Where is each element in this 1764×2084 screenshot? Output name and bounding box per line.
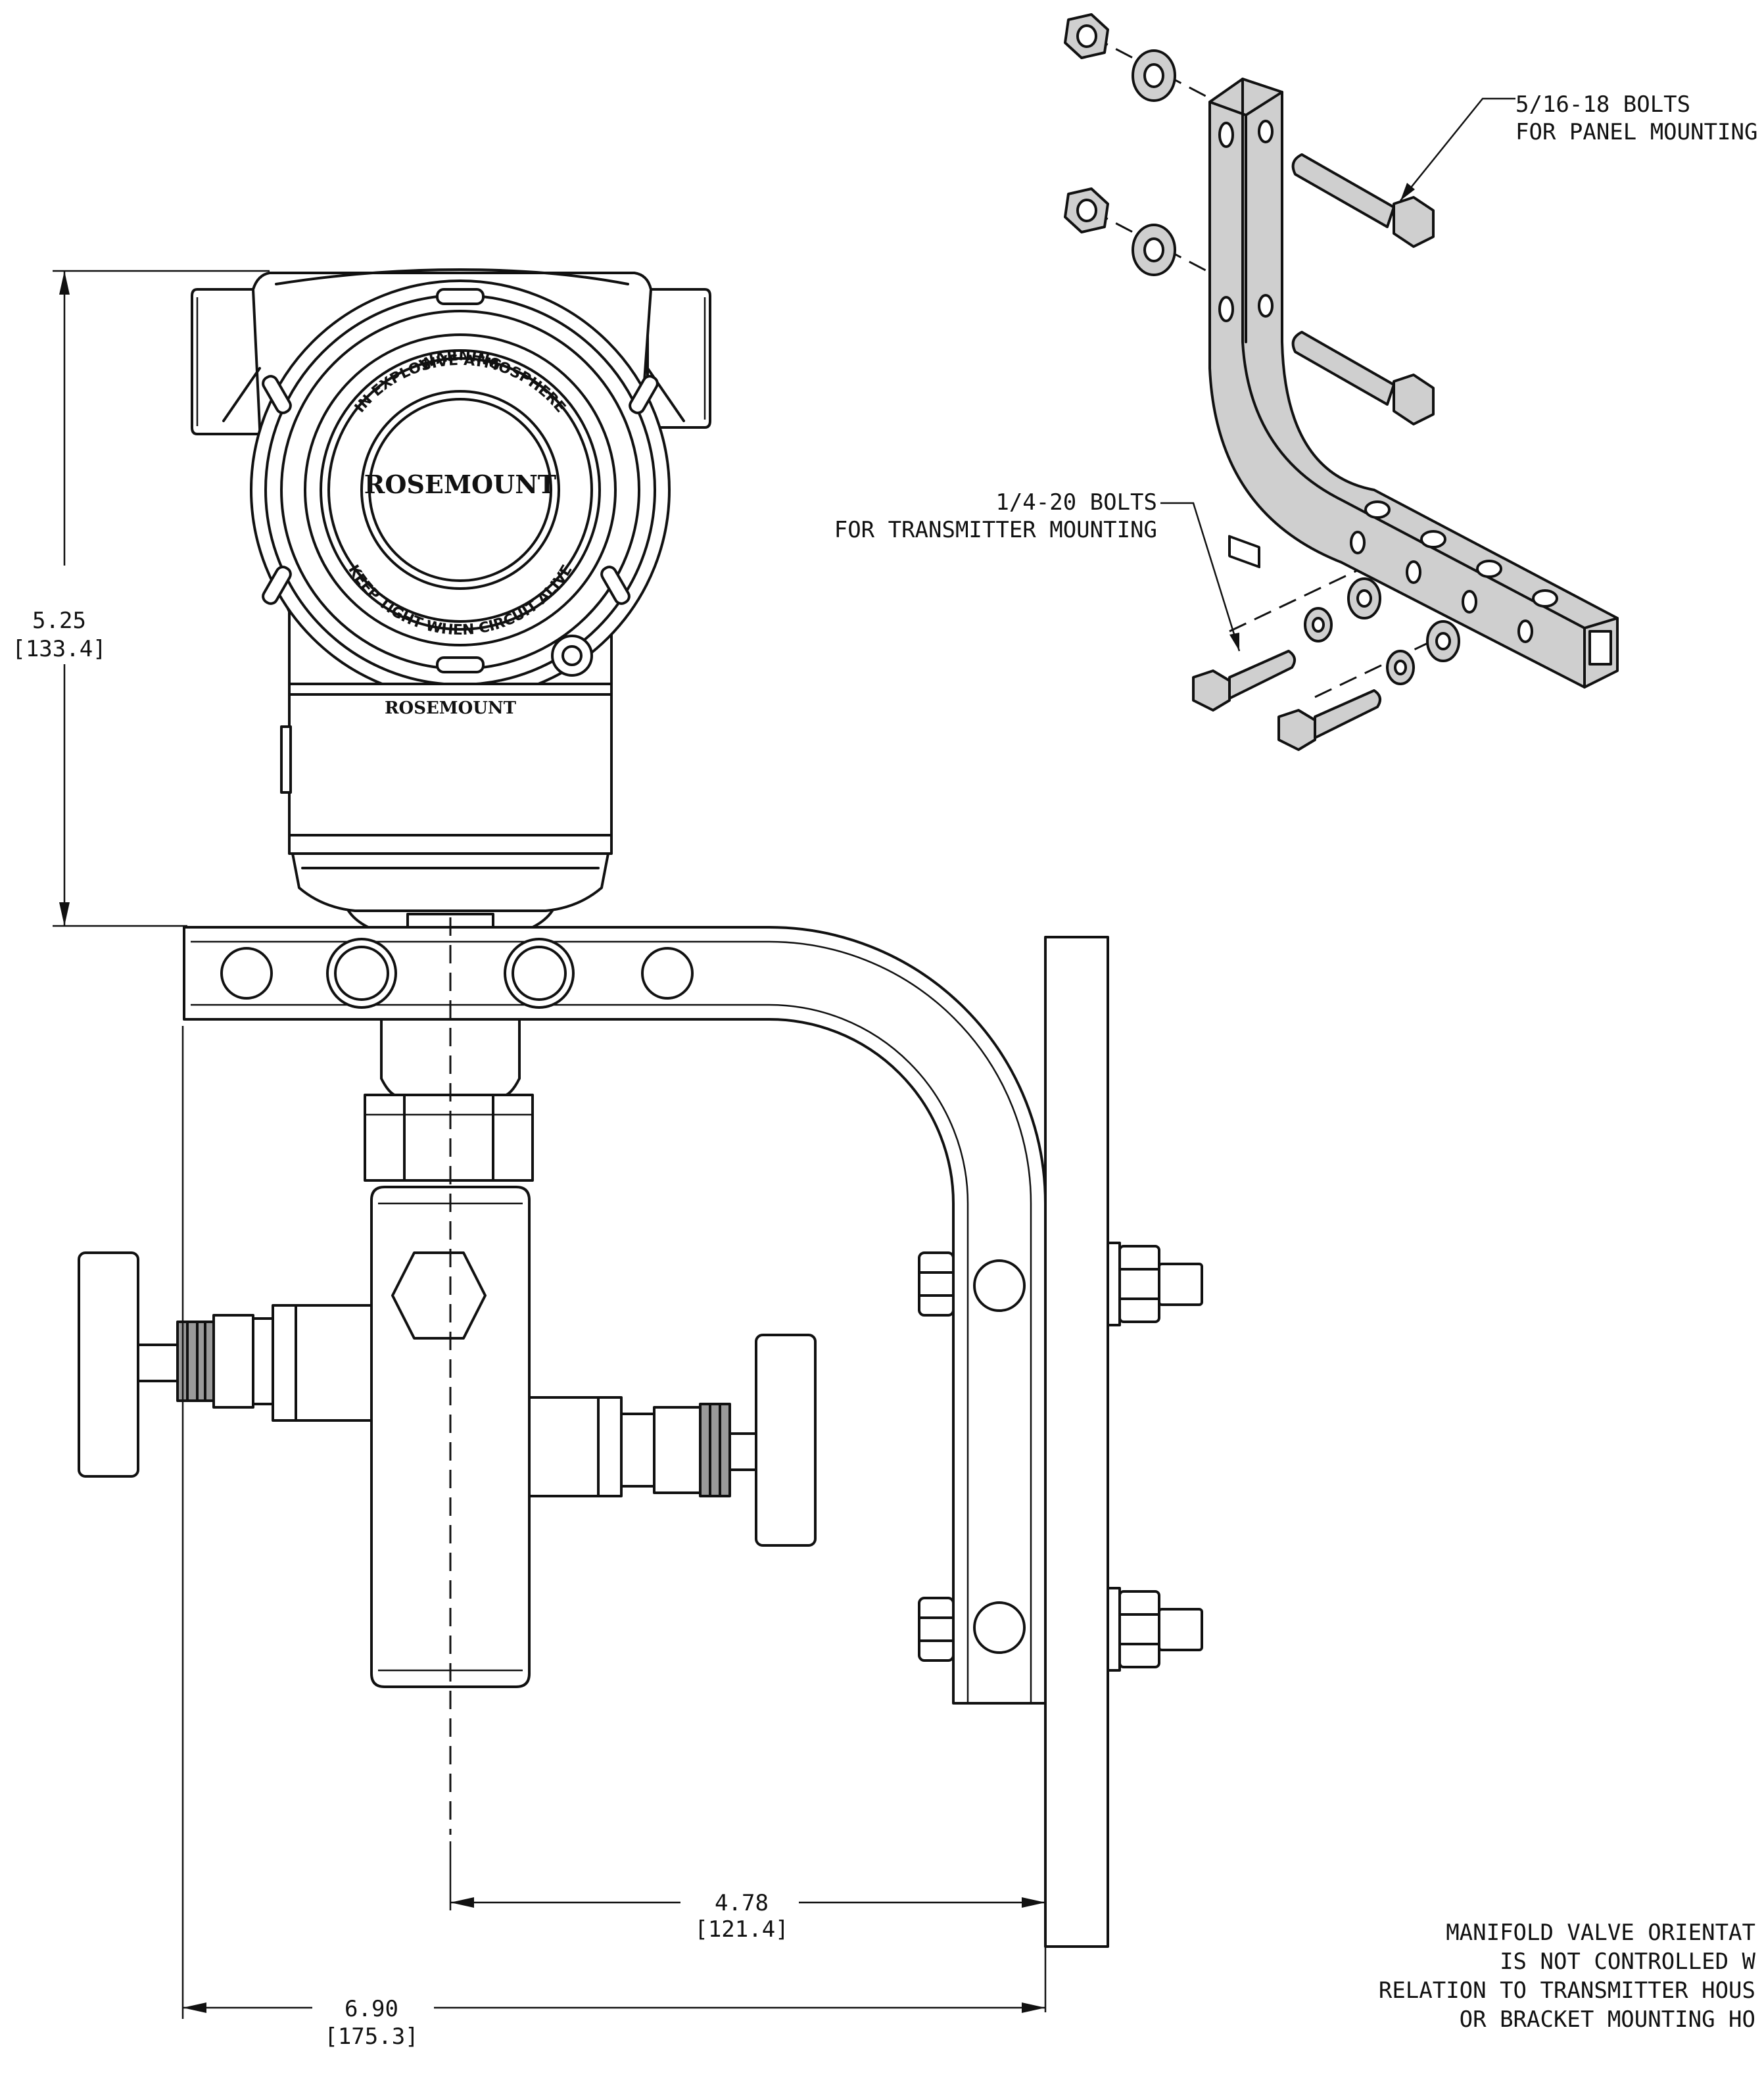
manifold-hex-fitting [364,1094,534,1182]
bracket-hole [973,1601,1026,1654]
body-brand-text: ROSEMOUNT [385,698,517,718]
transmitter-bolt-head [504,938,575,1009]
width-mm: [175.3] [324,2023,418,2050]
dimension-height: 5.25 [133.4] [12,270,270,927]
iso-panel-bolt [1291,153,1435,248]
height-inches: 5.25 [32,608,86,634]
iso-washer [1132,49,1176,102]
iso-tube-opening [1228,535,1260,569]
offset-inches: 4.78 [715,1890,769,1916]
height-mm: [133.4] [12,636,106,662]
bracket-hole [641,947,694,1000]
note-line-3: RELATION TO TRANSMITTER HOUS [1379,1977,1755,2004]
right-conduit-boss [646,288,711,429]
dimension-offset: 4.78 [121.4] [449,1841,1047,2012]
panel-bolts-label-line1: 5/16-18 BOLTS [1515,91,1690,118]
bracket-hole [220,947,273,1000]
iso-panel-bolt [1291,331,1435,425]
transmitter-housing: IN EXPLOSIVE ATMOSPHERE KEEP TIGHT WHEN … [191,268,711,929]
exploded-bracket-view: 5/16-18 BOLTS FOR PANEL MOUNTING 1/4-20 … [834,13,1757,751]
note-line-1: MANIFOLD VALVE ORIENTAT [1446,1920,1755,1946]
coplanar-flange [291,852,609,912]
offset-mm: [121.4] [694,1916,788,1943]
manifold-orientation-note: MANIFOLD VALVE ORIENTAT IS NOT CONTROLLE… [1379,1920,1756,2033]
nut [918,1597,955,1662]
transmitter-bolts-label-line1: 1/4-20 BOLTS [995,489,1157,516]
right-valve [528,1334,817,1547]
iso-nut [1064,13,1109,59]
left-conduit-boss [191,288,264,435]
left-valve-handle [78,1251,139,1478]
cover-lugs [262,288,659,673]
note-line-2: IS NOT CONTROLLED W [1500,1949,1755,1975]
panel-bolt [1107,1242,1203,1326]
coplanar-flange-top [288,834,613,855]
body-side-tab [280,725,292,794]
transmitter-bolt-head [326,938,397,1009]
manifold [78,1018,817,1688]
bracket-hole [973,1259,1026,1312]
transmitter-bolts-label-line2: FOR TRANSMITTER MOUNTING [834,517,1157,543]
manifold-plug [391,1251,487,1340]
left-valve [78,1251,373,1478]
iso-tube-end [1588,630,1612,666]
iso-bracket-tube [1208,78,1619,689]
right-valve-handle [755,1334,817,1547]
nut [918,1251,955,1317]
iso-transmitter-bolt [1192,650,1296,712]
width-inches: 6.90 [345,1996,398,2022]
panel-bolts-label-line2: FOR PANEL MOUNTING [1515,119,1757,145]
iso-washer [1132,224,1176,276]
note-line-4: OR BRACKET MOUNTING HO [1460,2006,1755,2033]
dimension-width: 6.90 [175.3] [181,1026,1045,2050]
iso-transmitter-bolt [1277,689,1381,751]
iso-nut [1064,187,1109,233]
mounting-panel [1044,936,1109,1948]
ground-screw [551,635,593,677]
panel-bolt [1107,1587,1203,1672]
cover-brand-text: ROSEMOUNT [364,470,556,499]
